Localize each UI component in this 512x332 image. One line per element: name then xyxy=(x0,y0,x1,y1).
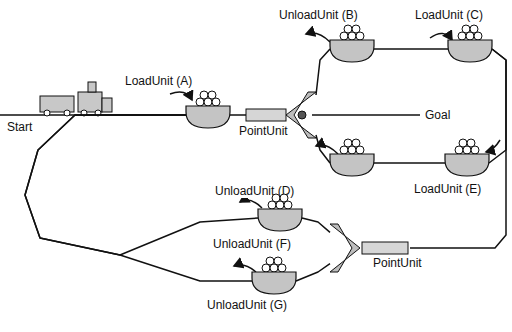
unit-label: PointUnit xyxy=(372,256,423,270)
point-unit-node: PointUnit xyxy=(330,222,410,274)
track-connector xyxy=(296,264,330,281)
goal-line xyxy=(312,114,420,116)
track-label: Goal xyxy=(424,108,451,122)
unit-node: LoadUnit (A) xyxy=(186,102,230,128)
transfer-arrows xyxy=(170,33,500,272)
track-connector xyxy=(489,49,506,163)
unit-bowl xyxy=(252,268,296,294)
unit-label: LoadUnit (C) xyxy=(414,8,484,22)
train xyxy=(40,82,112,116)
unit-label: LoadUnit (A) xyxy=(124,74,193,88)
track-connector xyxy=(316,49,330,95)
unit-bowl xyxy=(330,150,374,176)
unit-label: LoadUnit (E) xyxy=(413,182,482,196)
track-connector xyxy=(374,48,448,50)
unit-label: UnloadUnit (B) xyxy=(278,8,359,22)
track-connector xyxy=(410,49,506,248)
unit-node: UnloadUnit (F) xyxy=(258,205,302,231)
unit-bowl xyxy=(258,205,302,231)
track-connector xyxy=(302,218,330,232)
unit-bowl xyxy=(445,150,489,176)
unit-label: UnloadUnit (G) xyxy=(206,298,288,312)
track-label: Start xyxy=(6,120,33,134)
unit-bowl xyxy=(330,36,374,62)
track-connector xyxy=(25,115,252,281)
unit-node: LoadUnit (C) xyxy=(448,36,492,62)
unit-node: UnloadUnit (B) xyxy=(330,36,374,62)
unit-node: UnloadUnit (G) xyxy=(252,268,296,294)
unit-label: UnloadUnit (F) xyxy=(212,237,292,251)
track-connector xyxy=(374,162,445,164)
track-connector xyxy=(316,135,330,163)
unit-bowl xyxy=(186,102,230,128)
unit-bowl xyxy=(448,36,492,62)
unit-node: UnloadUnit (D) xyxy=(330,150,374,176)
point-unit-node: PointUnit xyxy=(246,90,316,140)
unit-label: PointUnit xyxy=(238,124,289,138)
track-connector xyxy=(230,114,246,116)
unit-node: LoadUnit (E) xyxy=(445,150,489,176)
